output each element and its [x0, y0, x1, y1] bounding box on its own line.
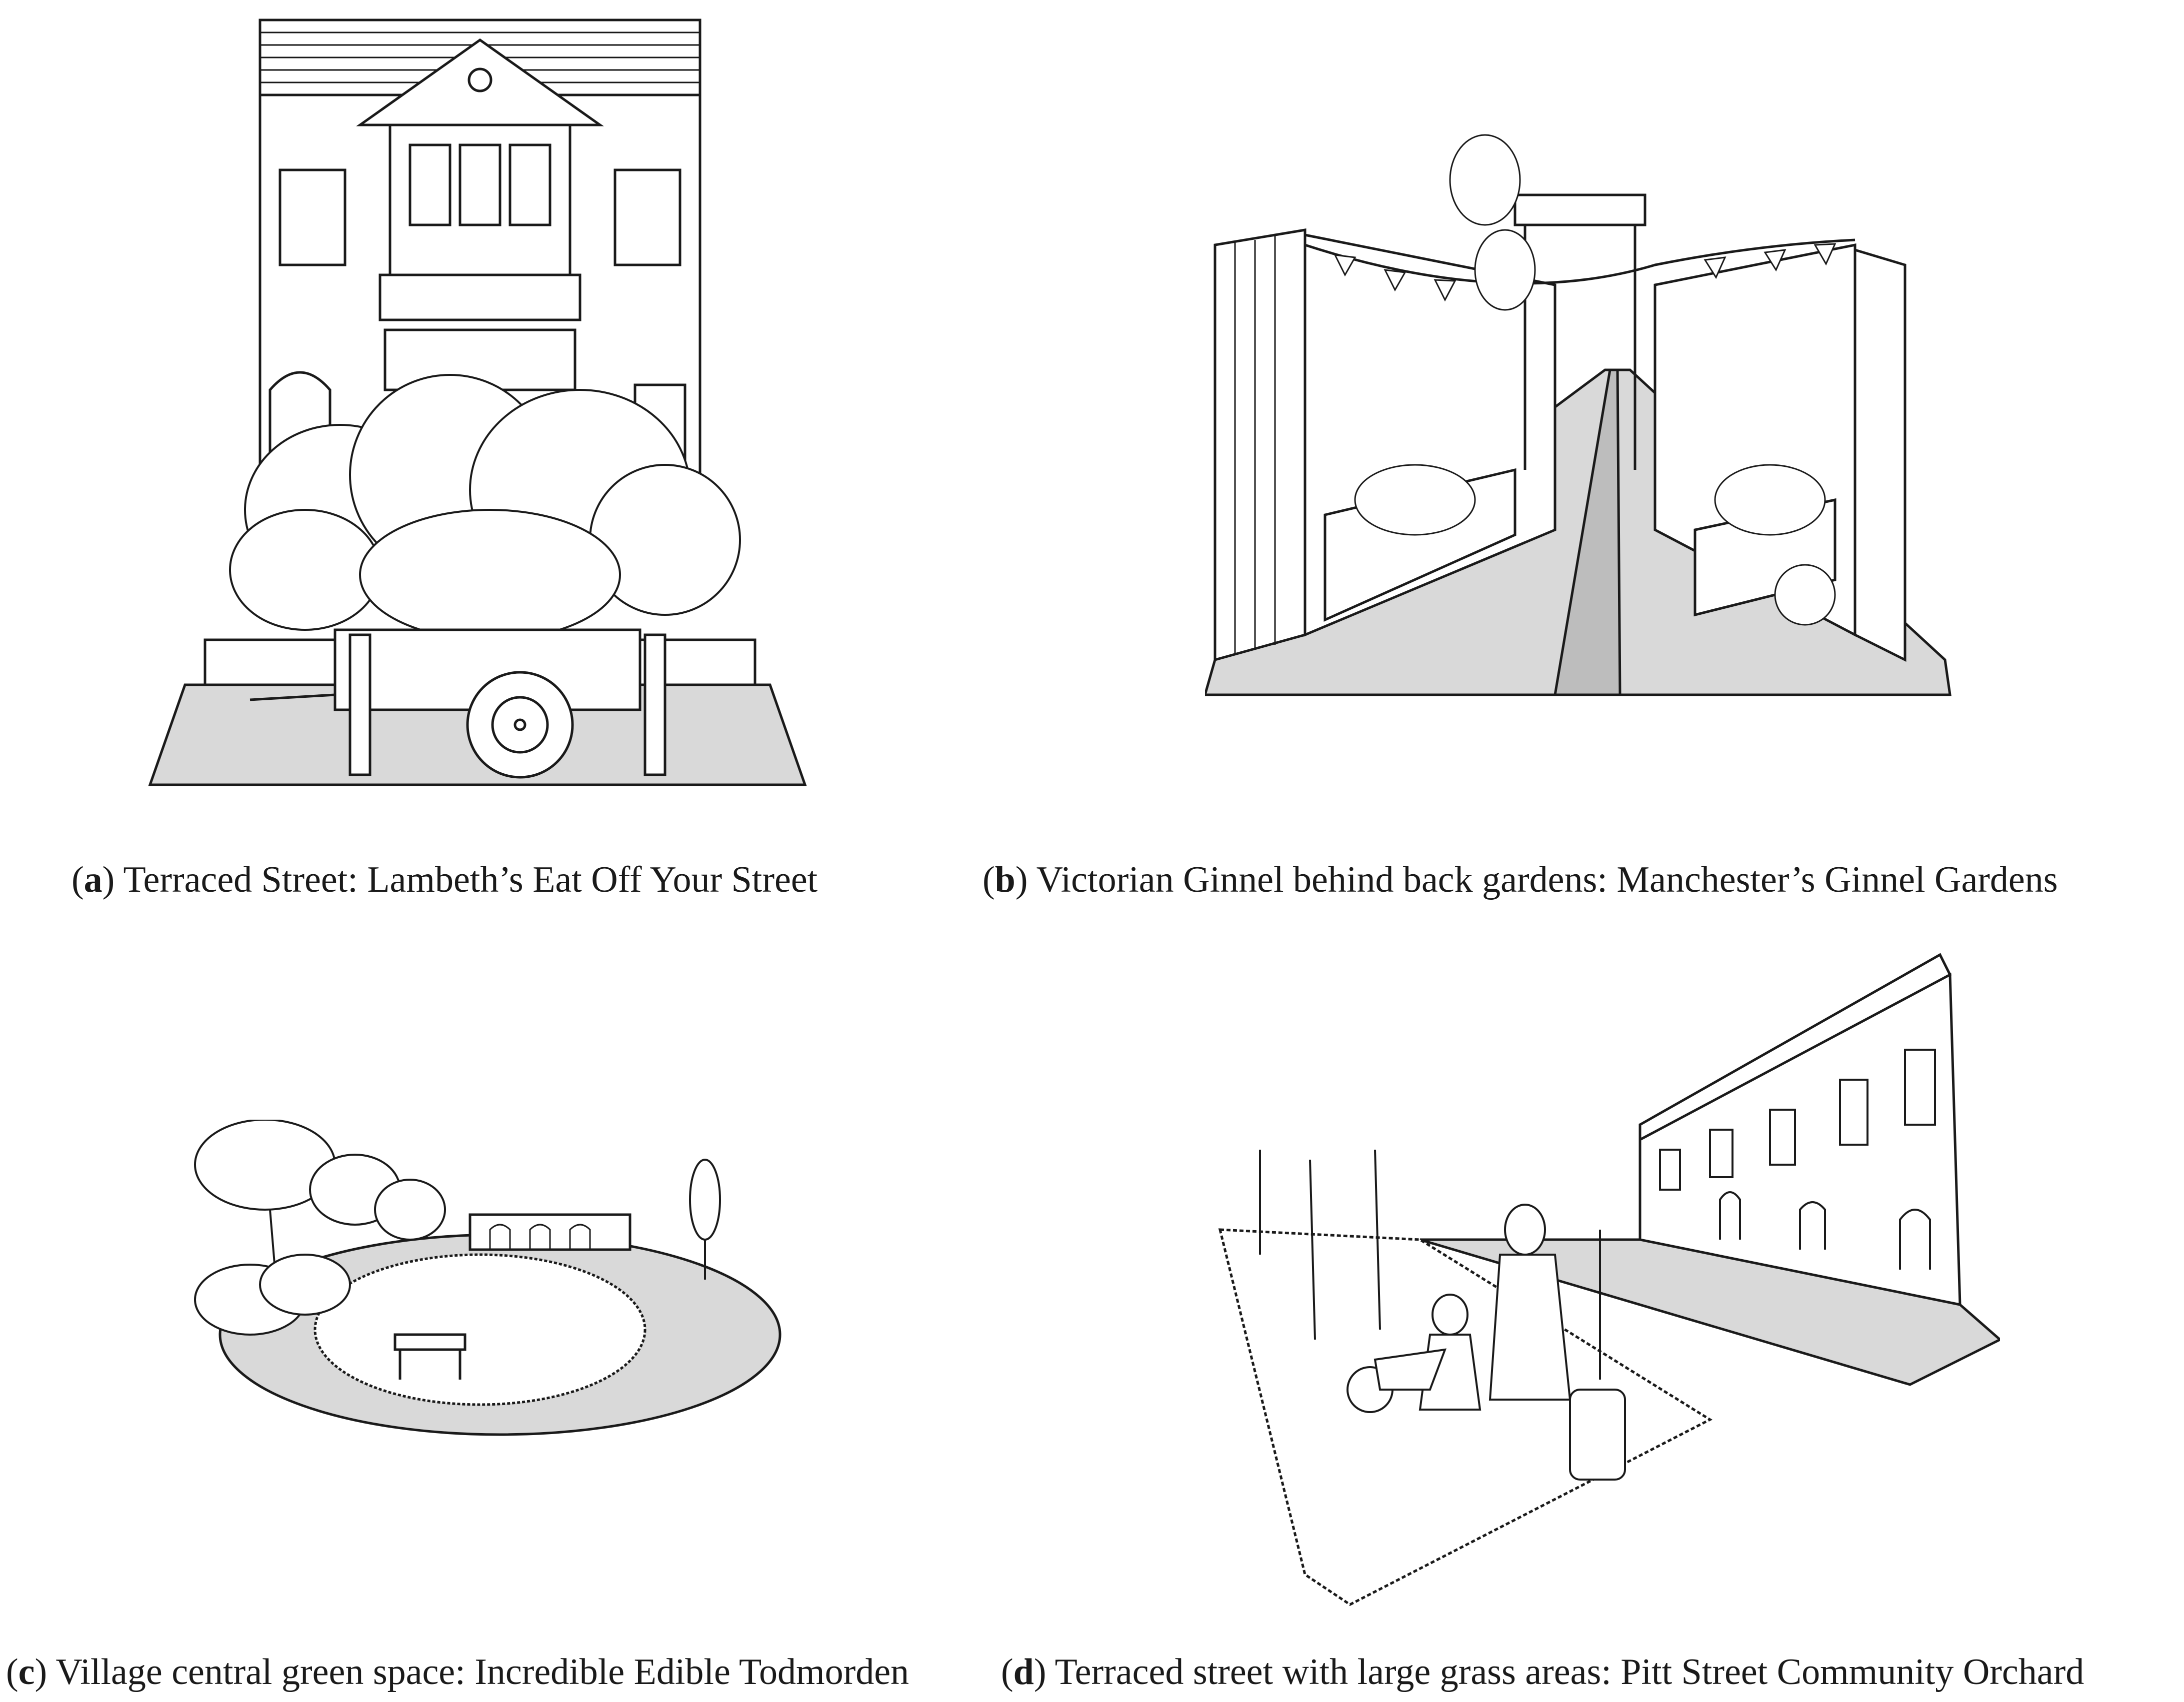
bay-window — [388, 123, 572, 276]
illustration-b-ginnel — [1205, 120, 1960, 710]
street-sign — [394, 1333, 466, 1351]
figures — [1346, 1204, 1626, 1481]
caption-text: Terraced Street: Lambeth’s Eat Off Your … — [123, 859, 818, 900]
caption-a: (a) Terraced Street: Lambeth’s Eat Off Y… — [72, 859, 818, 900]
terrace-roof — [1638, 953, 1952, 1142]
caption-letter: c — [18, 1652, 35, 1693]
pergola — [1514, 193, 1646, 226]
caption-d: (d) Terraced street with large grass are… — [1001, 1652, 2084, 1693]
caption-b: (b) Victorian Ginnel behind back gardens… — [982, 859, 2058, 900]
illustration-d-pitt-street-orchard — [1210, 950, 2000, 1615]
trailer-wheel — [466, 671, 574, 779]
left-fence — [1214, 228, 1306, 662]
climbing-plant — [1354, 134, 1836, 626]
trailer-bed — [334, 628, 642, 711]
caption-letter: a — [84, 859, 102, 900]
illustration-a-terraced-house — [140, 10, 820, 795]
caption-letter: b — [994, 859, 1016, 900]
flower-bed — [194, 1254, 351, 1336]
right-wall — [1854, 248, 1906, 662]
bunting-line — [1304, 238, 1856, 285]
caption-text: Village central green space: Incredible … — [56, 1652, 910, 1693]
illustration-c-village-green — [190, 1120, 790, 1450]
caption-text: Terraced street with large grass areas: … — [1054, 1652, 2084, 1693]
trees — [194, 1120, 721, 1280]
young-trees — [1259, 1149, 1381, 1340]
caption-letter: d — [1013, 1652, 1034, 1693]
planter-foliage — [229, 374, 741, 641]
cobbled-path — [1554, 368, 1622, 696]
grass-area — [1218, 1228, 1713, 1606]
central-lawn — [314, 1253, 646, 1406]
caption-c: (c) Village central green space: Incredi… — [6, 1652, 910, 1693]
caption-text: Victorian Ginnel behind back gardens: Ma… — [1036, 859, 2058, 900]
road — [1420, 1238, 2000, 1386]
